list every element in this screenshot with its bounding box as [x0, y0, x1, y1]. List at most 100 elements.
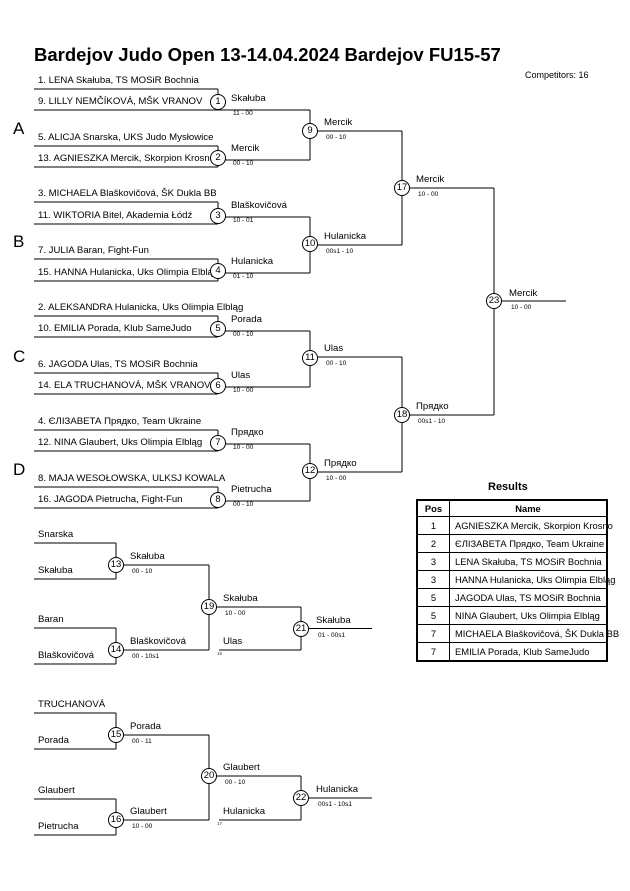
repechage-entrant: Snarska — [38, 529, 74, 540]
entrant-name: 13. AGNIESZKA Mercik, Skorpion Krosno — [38, 153, 216, 164]
winner-name: Skałuba — [223, 593, 258, 604]
entrant-name: 15. HANNA Hulanicka, Uks Olimpia Elbląg — [38, 267, 219, 278]
match-score: 10 - 00 — [225, 610, 246, 617]
result-name: JAGODA Ulas, TS MOSiR Bochnia — [449, 588, 608, 607]
result-name: LENA Skałuba, TS MOSiR Bochnia — [449, 552, 608, 571]
match-number: 12 — [302, 463, 318, 479]
result-name: EMILIA Porada, Klub SameJudo — [449, 642, 608, 662]
match-score: 01 - 00s1 — [318, 631, 346, 639]
result-pos: 7 — [416, 624, 450, 643]
match-score: 00s1 - 10 — [326, 248, 354, 255]
result-pos: 3 — [416, 570, 450, 589]
winner-name: Blaškovičová — [231, 200, 287, 211]
winner-name: Прядко — [324, 458, 357, 469]
match-number: 17 — [394, 180, 410, 196]
match-number: 4 — [210, 263, 226, 279]
match-score: 10 - 00 — [233, 444, 254, 451]
winner-name: Mercik — [324, 117, 353, 128]
winner-name: Skałuba — [316, 614, 351, 626]
match-number: 16 — [108, 812, 124, 828]
entrant-name: 9. LILLY NEMČÍKOVÁ, MŠK VRANOV — [38, 96, 203, 107]
winner-name: Hulanicka — [324, 231, 367, 242]
match-number: 10 — [302, 236, 318, 252]
match-number: 13 — [108, 557, 124, 573]
result-name: MICHAELA Blaškovičová, ŠK Dukla BB — [449, 624, 619, 643]
match-score: 10 - 00 — [326, 475, 347, 482]
winner-name: Hulanicka — [231, 256, 274, 267]
match-score: 11 - 00 — [233, 110, 253, 117]
match-score: 10 - 00 — [132, 823, 153, 830]
match-number: 15 — [108, 727, 124, 743]
repechage-entrant: Blaškovičová — [38, 650, 94, 661]
match-number: 21 — [293, 620, 309, 637]
match-score: 00 - 10 — [326, 134, 347, 141]
entrant-name: 1. LENA Skałuba, TS MOSiR Bochnia — [38, 75, 199, 86]
winner-name: Mercik — [509, 288, 538, 299]
winner-name: Hulanicka — [316, 784, 359, 795]
winner-name: Porada — [231, 314, 262, 325]
match-number: 6 — [210, 378, 226, 394]
winner-name: Glaubert — [130, 806, 167, 817]
match-number: 7 — [210, 435, 226, 451]
winner-name: Прядко — [231, 427, 264, 438]
match-score: 00 - 10 — [225, 779, 246, 786]
match-score: 00 - 10 — [132, 568, 153, 575]
winner-name: Blaškovičová — [130, 636, 186, 647]
match-number: 9 — [302, 123, 318, 139]
entrant-name: 16. JAGODA Pietrucha, Fight-Fun — [38, 494, 183, 505]
entrant-name: 8. MAJA WESOŁOWSKA, ULKSJ KOWALA — [38, 473, 226, 484]
pool-label: D — [13, 460, 26, 479]
match-number: 3 — [210, 208, 226, 224]
repechage-entrant: Skałuba — [38, 565, 73, 576]
results-header-pos: Pos — [416, 499, 450, 517]
pool-label: C — [13, 347, 26, 366]
result-pos: 5 — [416, 606, 450, 625]
match-score: 10 - 00 — [511, 304, 532, 311]
match-number: 19 — [201, 599, 217, 615]
results-header-row: Pos Name — [416, 499, 608, 517]
competitors-count: Competitors: 16 — [525, 70, 589, 80]
winner-name: Glaubert — [223, 762, 260, 773]
match-score: 10 - 01 — [233, 217, 254, 224]
match-number: 23 — [486, 293, 502, 309]
result-name: HANNA Hulanicka, Uks Olimpia Elbląg — [449, 570, 615, 589]
entrant-name: 14. ELA TRUCHANOVÁ, MŠK VRANOV — [38, 380, 211, 391]
pool-label: B — [13, 232, 25, 251]
match-number: 22 — [293, 790, 309, 806]
match-number: 14 — [108, 642, 124, 658]
match-score: 00 - 11 — [132, 738, 152, 745]
winner-name: Mercik — [416, 174, 445, 185]
match-number: 20 — [201, 768, 217, 784]
winner-name: Porada — [130, 721, 161, 732]
seed-mark: 17 — [217, 821, 223, 826]
entrant-name: 5. ALICJA Snarska, UKS Judo Mysłowice — [38, 132, 214, 143]
winner-name: Прядко — [416, 401, 449, 412]
result-name: ЄЛІЗАВЕТА Прядко, Team Ukraine — [449, 534, 608, 553]
pool-label: A — [13, 119, 25, 138]
match-score: 00 - 10s1 — [132, 653, 160, 660]
page-title: Bardejov Judo Open 13-14.04.2024 Bardejo… — [34, 44, 501, 65]
match-number: 2 — [210, 150, 226, 166]
match-score: 10 - 00 — [418, 191, 439, 198]
repechage-entrant: Baran — [38, 614, 64, 625]
repechage-entrant: Glaubert — [38, 785, 75, 796]
entrant-name: 3. MICHAELA Blaškovičová, ŠK Dukla BB — [38, 188, 217, 199]
match-number: 8 — [210, 492, 226, 508]
seeded-name: Ulas — [223, 636, 243, 647]
match-number: 18 — [394, 407, 410, 423]
seeded-name: Hulanicka — [223, 806, 266, 817]
entrant-name: 6. JAGODA Ulas, TS MOSiR Bochnia — [38, 359, 198, 370]
entrant-name: 4. ЄЛІЗАВЕТА Прядко, Team Ukraine — [38, 416, 202, 427]
winner-name: Ulas — [231, 370, 251, 381]
match-score: 00 - 10 — [233, 331, 254, 338]
match-score: 10 - 00 — [233, 387, 254, 394]
winner-name: Ulas — [324, 343, 344, 354]
